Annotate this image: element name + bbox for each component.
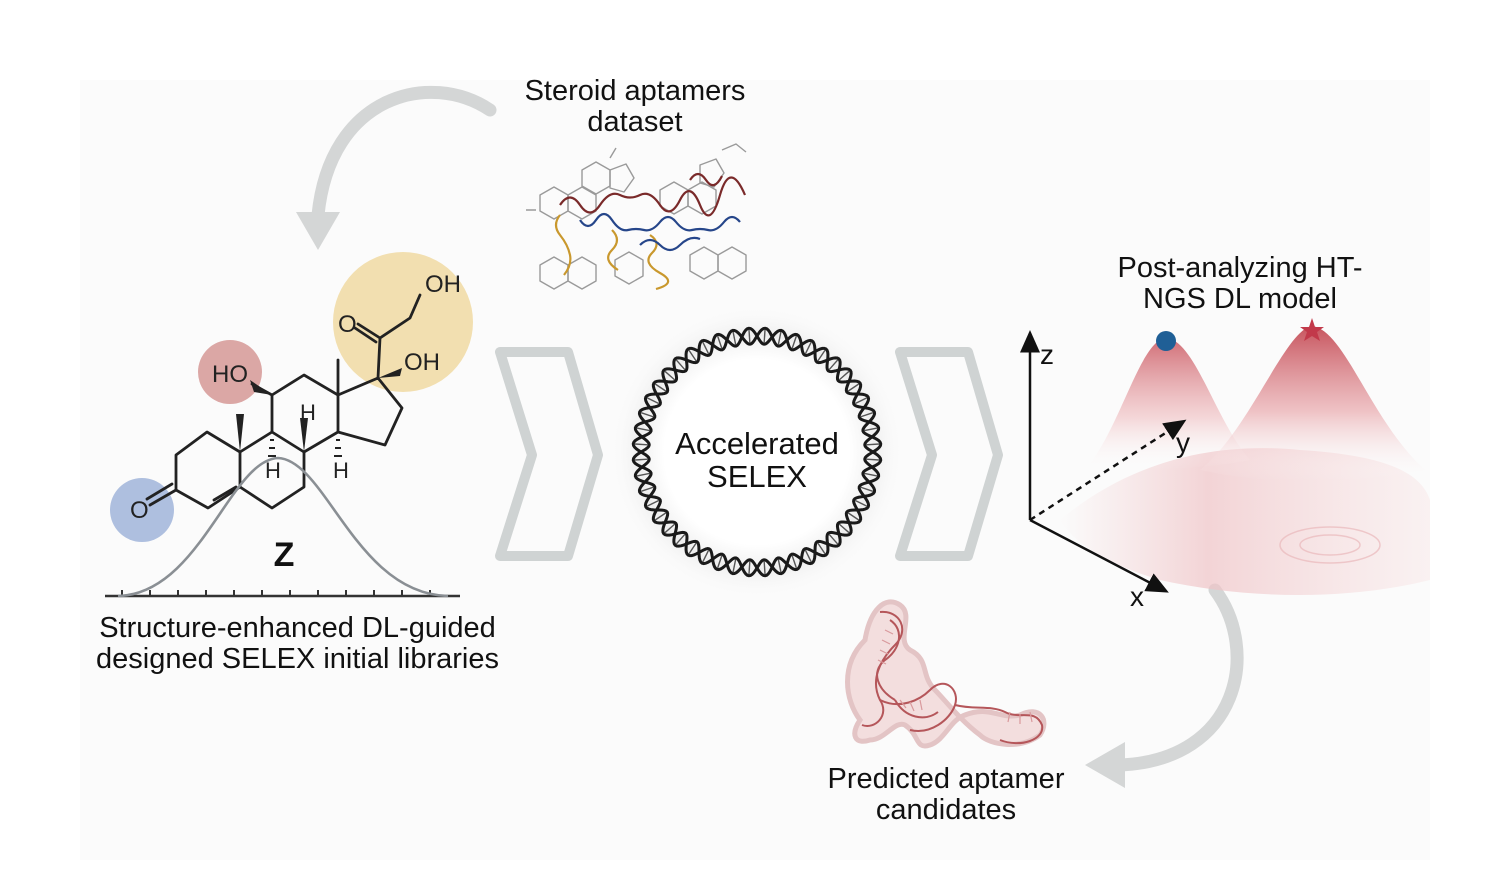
base-pair: [828, 533, 839, 545]
peak-marker-star: [1300, 318, 1324, 341]
library-label-line2: designed SELEX initial libraries: [96, 643, 499, 676]
base-pair: [675, 359, 686, 371]
latent-distribution: Z: [105, 456, 460, 598]
base-pair: [854, 499, 868, 507]
base-pair: [716, 555, 723, 569]
ho-label: HO: [212, 361, 248, 388]
base-pair: [664, 370, 676, 381]
base-pair: [702, 341, 710, 355]
aptamer-structure-image: [845, 599, 1047, 749]
dataset-label-line2: dataset: [587, 106, 683, 139]
feedback-arrow-top: [296, 85, 497, 250]
base-pair: [748, 329, 751, 343]
axes: z y x: [1020, 330, 1190, 612]
peak-marker-blue: [1156, 331, 1176, 351]
model-label-line1: Post-analyzing HT-: [1117, 252, 1363, 284]
base-pair: [654, 383, 667, 392]
h-label: H: [333, 458, 349, 483]
probability-landscape: [1060, 318, 1430, 595]
base-pair: [688, 542, 697, 555]
base-pair: [654, 512, 667, 521]
base-pair: [748, 561, 751, 575]
base-pair: [817, 349, 826, 362]
candidates-label-line2: candidates: [875, 794, 1017, 827]
ketone-o-label: O: [338, 311, 357, 338]
base-pair: [646, 397, 660, 405]
selex-label-line1: Accelerated: [675, 426, 839, 461]
base-pair: [866, 443, 880, 446]
base-pair: [817, 542, 826, 555]
library-label-line1: Structure-enhanced DL-guided: [99, 612, 496, 644]
base-pair: [777, 331, 782, 345]
base-pair: [640, 411, 654, 418]
ring-o-label: O: [130, 497, 149, 524]
selex-circle-inner: [641, 336, 873, 568]
h-label: H: [265, 458, 281, 483]
oh-top-label: OH: [425, 271, 461, 298]
oh-side-label: OH: [404, 349, 440, 376]
hydroxyl-highlight-red: [198, 340, 262, 404]
base-pair: [640, 486, 654, 493]
base-pair: [864, 472, 878, 477]
base-pair: [716, 335, 723, 349]
steroid-molecule: OH OH HO O O H H H: [110, 252, 473, 542]
steroid-aptamer-dataset-image: [526, 143, 747, 291]
base-pair: [838, 523, 850, 534]
base-pair: [634, 458, 648, 461]
model-label: Post-analyzing HT- NGS DL model: [1090, 252, 1390, 316]
base-pair: [847, 383, 860, 392]
dataset-label: Steroid aptamers dataset: [490, 75, 780, 139]
base-pair: [804, 549, 812, 563]
base-pair: [675, 533, 686, 545]
base-pair: [636, 472, 650, 477]
candidates-label-line1: Predicted aptamer: [827, 763, 1065, 795]
dataset-label-line1: Steroid aptamers: [524, 75, 746, 107]
base-pair: [664, 523, 676, 534]
base-pair: [828, 359, 839, 371]
dna-strand: [631, 326, 883, 578]
base-pair: [860, 411, 874, 418]
candidates-label: Predicted aptamer candidates: [800, 763, 1092, 827]
base-pair: [854, 397, 868, 405]
base-pair: [838, 370, 850, 381]
base-pair: [688, 349, 697, 362]
feedback-arrow-bottom: [1085, 583, 1244, 788]
model-label-line2: NGS DL model: [1143, 283, 1337, 316]
axis-z-label: z: [1040, 339, 1054, 370]
selex-label: Accelerated SELEX: [657, 427, 857, 494]
base-pair: [864, 427, 878, 432]
base-pair: [634, 443, 648, 446]
base-pair: [646, 499, 660, 507]
base-pair: [777, 559, 782, 573]
dna-helix-ring: [631, 326, 883, 578]
base-pair: [866, 458, 880, 461]
base-pair: [702, 549, 710, 563]
chevron-right-icon: [495, 347, 603, 561]
chevron-right-icon: [895, 347, 1003, 561]
base-pair: [732, 331, 737, 345]
base-pair: [860, 486, 874, 493]
base-pair: [804, 341, 812, 355]
base-pair: [791, 555, 798, 569]
selex-label-line2: SELEX: [707, 459, 807, 495]
h-label: H: [300, 400, 316, 425]
base-pair: [847, 512, 860, 521]
axis-x-label: x: [1130, 581, 1144, 612]
base-pair: [763, 329, 766, 343]
distribution-symbol: Z: [274, 536, 295, 574]
base-pair: [791, 335, 798, 349]
base-pair: [636, 427, 650, 432]
base-pair: [763, 561, 766, 575]
library-label: Structure-enhanced DL-guided designed SE…: [60, 612, 535, 676]
base-pair: [732, 559, 737, 573]
axis-y-label: y: [1176, 427, 1190, 458]
